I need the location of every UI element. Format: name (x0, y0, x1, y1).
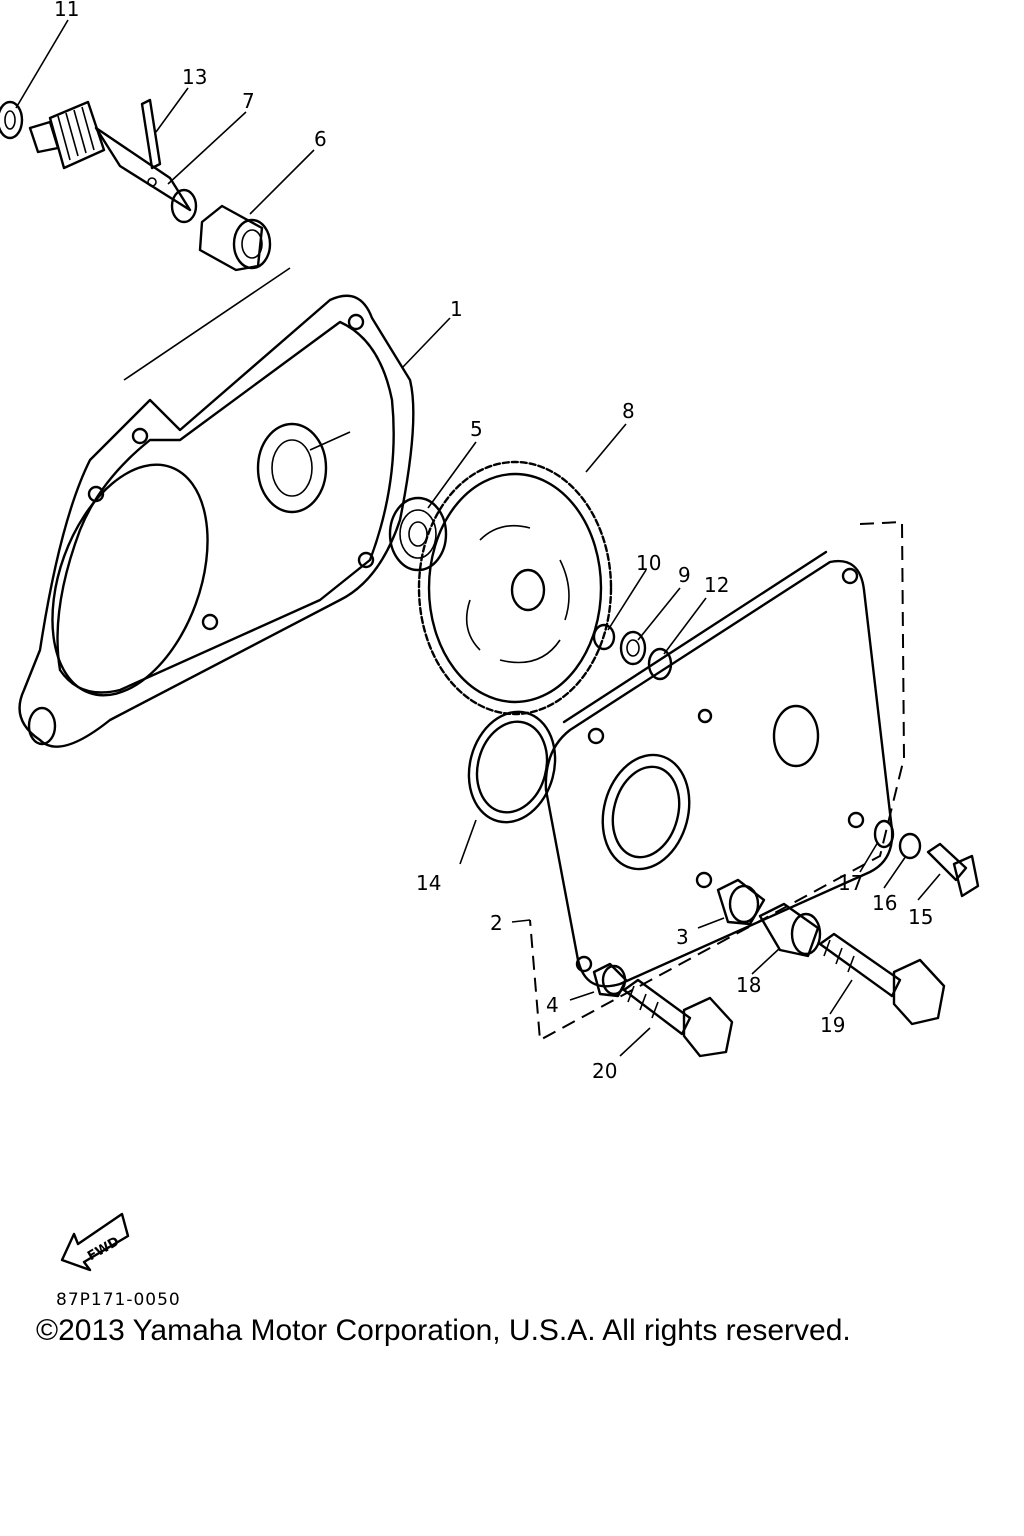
callout-20: 20 (592, 1059, 617, 1083)
leader-lines (15, 19, 941, 1057)
part-19-bolt (818, 932, 946, 1026)
callout-18: 18 (736, 973, 761, 997)
callout-10: 10 (636, 551, 661, 575)
diagram-part-code: 87P171-0050 (56, 1290, 181, 1310)
part-16-washer (898, 832, 922, 860)
callout-17: 17 (838, 871, 863, 895)
part-20-bolt (622, 978, 734, 1058)
callout-15: 15 (908, 905, 933, 929)
fwd-label: FWD (85, 1234, 122, 1264)
part-17-washer (873, 819, 895, 849)
part-11-washer (0, 100, 24, 140)
fwd-arrow-icon: FWD (60, 1212, 130, 1272)
callout-12: 12 (704, 573, 729, 597)
callout-13: 13 (182, 65, 207, 89)
callout-2: 2 (490, 911, 503, 935)
callout-4: 4 (546, 993, 559, 1017)
part-15-bolt (926, 842, 980, 898)
callout-labels: 11 13 7 6 1 5 8 10 9 12 14 2 3 4 18 19 2… (54, 0, 933, 1083)
part-4-dowel (592, 962, 628, 998)
callout-8: 8 (622, 399, 635, 423)
part-8-gear (417, 460, 613, 716)
part-5-bearing (388, 496, 448, 572)
part-10-washer (592, 623, 616, 651)
part-9-washer (619, 630, 647, 666)
part-14-o-ring (467, 710, 557, 824)
callout-16: 16 (872, 891, 897, 915)
part-3-dowel (716, 878, 766, 926)
callout-6: 6 (314, 127, 327, 151)
part-2-cover (529, 520, 906, 1042)
callout-7: 7 (242, 89, 255, 113)
callout-1: 1 (450, 297, 463, 321)
callout-9: 9 (678, 563, 691, 587)
part-18-collar (758, 902, 822, 958)
callout-19: 19 (820, 1013, 845, 1037)
part-7-shaft (28, 100, 198, 224)
callout-5: 5 (470, 417, 483, 441)
copyright-notice: ©2013 Yamaha Motor Corporation, U.S.A. A… (36, 1314, 851, 1347)
callout-3: 3 (676, 925, 689, 949)
part-1-case-cover (18, 294, 415, 748)
part-6-collar (198, 204, 272, 272)
callout-11: 11 (54, 0, 79, 21)
callout-14: 14 (416, 871, 441, 895)
part-13-pin (140, 98, 162, 170)
